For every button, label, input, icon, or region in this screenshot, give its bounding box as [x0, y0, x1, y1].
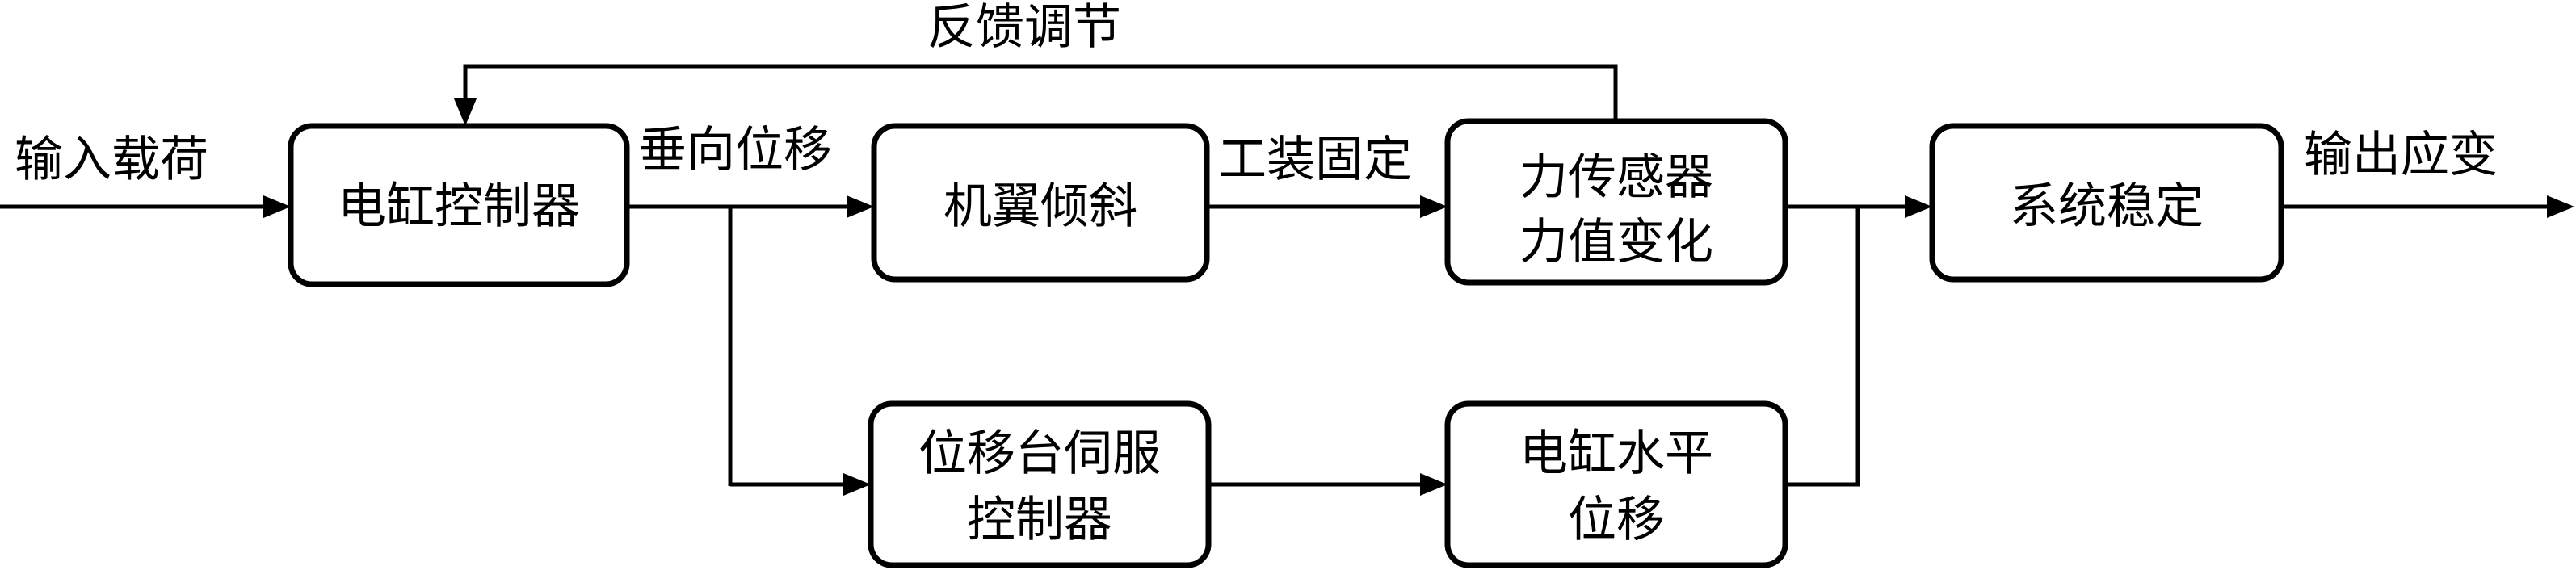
horizontal-arrowhead — [1420, 473, 1448, 496]
input-label: 输入载荷 — [15, 132, 208, 188]
fixture-label: 工装固定 — [1218, 132, 1412, 188]
system-stable-label: 系统稳定 — [2010, 178, 2204, 235]
force-sensor-label-line1: 力传感器 — [1519, 149, 1713, 206]
feedback-loop-line — [463, 64, 1618, 121]
feedback-arrowhead — [454, 98, 477, 126]
wing-arrowhead — [847, 195, 874, 218]
block-system-stable — [1929, 123, 2284, 283]
stable-arrowhead — [1905, 195, 1932, 218]
horizontal-displacement-label-line2: 位移 — [1568, 492, 1665, 548]
feedback-label: 反馈调节 — [927, 0, 1121, 56]
servo-controller-label-line1: 位移台伺服 — [918, 425, 1161, 482]
output-label: 输出应变 — [2304, 127, 2498, 183]
block-wing-tilt — [871, 123, 1210, 283]
input-arrowhead — [263, 195, 291, 218]
vertical-displacement-label: 垂向位移 — [638, 122, 832, 178]
sensor-arrowhead — [1420, 195, 1448, 218]
cylinder-controller-label: 电缸控制器 — [338, 178, 580, 235]
servo-controller-label-line2: 控制器 — [967, 492, 1112, 548]
servo-arrowhead — [843, 473, 871, 496]
output-arrowhead — [2547, 195, 2574, 218]
horizontal-displacement-label-line1: 电缸水平 — [1519, 425, 1713, 482]
force-sensor-label-line2: 力值变化 — [1519, 214, 1713, 270]
wing-tilt-label: 机翼倾斜 — [943, 178, 1137, 235]
